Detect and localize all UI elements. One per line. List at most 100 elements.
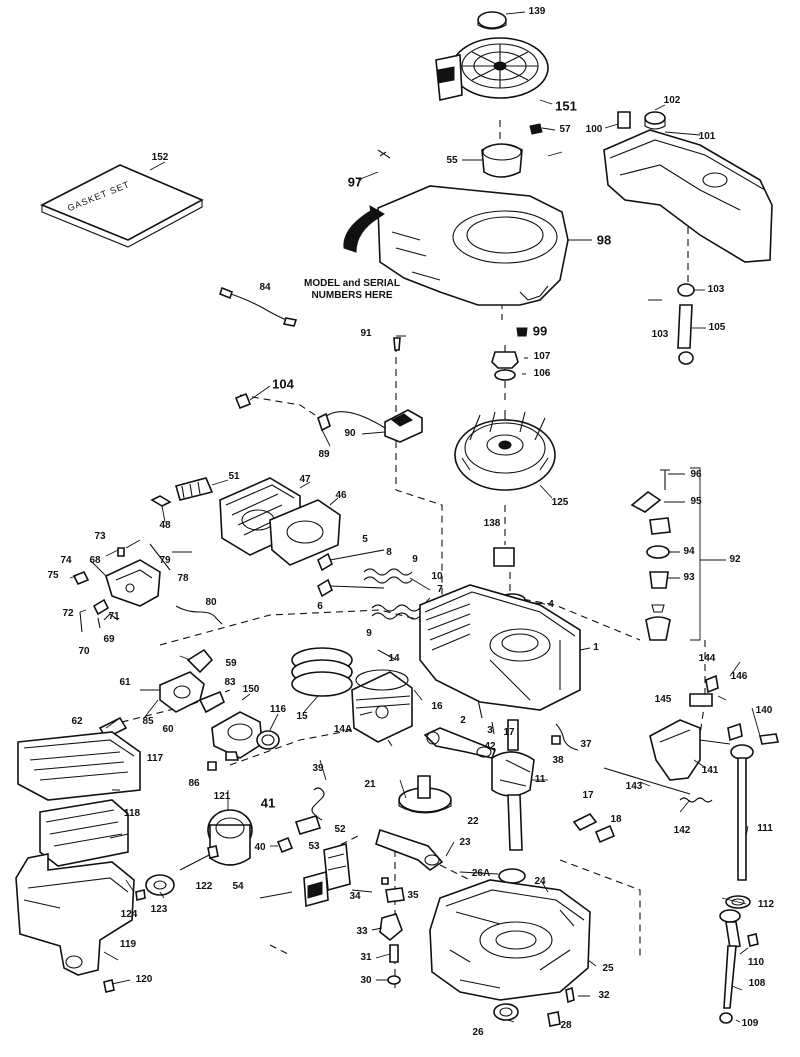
callout-138: 138 [483, 518, 501, 529]
callout-111: 111 [757, 823, 773, 834]
callout-54: 54 [232, 881, 244, 892]
callout-48: 48 [159, 520, 171, 531]
callout-5: 5 [362, 534, 368, 545]
leader-lines [69, 151, 761, 1023]
callout-35: 35 [407, 890, 419, 901]
callout-97: 97 [347, 174, 363, 190]
cylinder-block-1 [419, 584, 591, 711]
callout-78: 78 [177, 573, 189, 584]
callout-107: 107 [533, 351, 551, 362]
callout-51: 51 [228, 471, 240, 482]
callout-21: 21 [364, 779, 376, 790]
callout-24: 24 [534, 876, 546, 887]
governor-spring-39 [270, 787, 325, 854]
callout-32: 32 [598, 990, 610, 1001]
callout-123: 123 [150, 904, 168, 915]
callout-72: 72 [62, 608, 74, 619]
callout-23: 23 [459, 837, 471, 848]
callout-109: 109 [741, 1018, 759, 1029]
callout-112: 112 [757, 899, 775, 910]
starter-cap-139 [477, 11, 526, 30]
callout-1: 1 [593, 642, 599, 653]
callout-104: 104 [272, 376, 294, 392]
dipstick-111 [725, 744, 754, 909]
callout-39: 39 [312, 763, 324, 774]
callout-59: 59 [225, 658, 237, 669]
control-bracket-141 [603, 674, 779, 803]
valves-springs [317, 549, 431, 620]
callout-110: 110 [747, 957, 765, 968]
callout-14A: 14A [333, 724, 353, 735]
callout-6: 6 [317, 601, 323, 612]
callout-9-lower: 9 [366, 628, 372, 639]
callout-11: 11 [534, 774, 546, 785]
callout-73: 73 [94, 531, 106, 542]
callout-92: 92 [729, 554, 741, 565]
piston-assembly [291, 647, 413, 747]
callout-103-upper: 103 [707, 284, 725, 295]
callout-80: 80 [205, 597, 217, 608]
callout-2: 2 [460, 715, 466, 726]
air-cleaner-assembly [15, 731, 141, 993]
callout-28: 28 [560, 1020, 572, 1031]
callout-146: 146 [730, 671, 748, 682]
callout-34: 34 [349, 891, 361, 902]
callout-121: 121 [213, 791, 231, 802]
callout-60: 60 [162, 724, 174, 735]
flywheel-nut-107 [393, 327, 528, 381]
callout-90: 90 [344, 428, 356, 439]
callout-100: 100 [585, 124, 603, 135]
crankshaft-11 [491, 719, 548, 851]
callout-40: 40 [254, 842, 266, 853]
callout-8: 8 [386, 547, 392, 558]
callout-140: 140 [755, 705, 773, 716]
camshaft-gear-22 [375, 775, 452, 871]
callout-96: 96 [690, 469, 702, 480]
callout-151: 151 [555, 98, 577, 114]
callout-98: 98 [596, 232, 612, 248]
callout-142: 142 [673, 825, 691, 836]
callout-26A: 26A [471, 868, 491, 879]
callout-85: 85 [142, 716, 154, 727]
callout-46: 46 [335, 490, 347, 501]
ignition-module-90 [234, 385, 423, 443]
callout-41: 41 [260, 795, 276, 811]
flywheel-125 [454, 410, 556, 499]
callout-31: 31 [360, 952, 372, 963]
callout-86: 86 [188, 778, 200, 789]
callout-108: 108 [748, 978, 766, 989]
alignment-lines [39, 120, 706, 990]
callout-102: 102 [663, 95, 681, 106]
callout-22: 22 [467, 816, 479, 827]
callout-52: 52 [334, 824, 346, 835]
callout-57: 57 [559, 124, 571, 135]
callout-70: 70 [78, 646, 90, 657]
callout-103-lower: 103 [651, 329, 669, 340]
gasket-set-box-152 [40, 161, 204, 248]
fuel-line-105 [677, 283, 706, 365]
wire-84 [219, 286, 298, 327]
callout-145: 145 [654, 694, 672, 705]
callout-94: 94 [683, 546, 695, 557]
governor-bracket-68 [72, 543, 223, 633]
callout-7: 7 [437, 584, 443, 595]
callout-84: 84 [259, 282, 271, 293]
callout-16: 16 [431, 701, 443, 712]
callout-105: 105 [708, 322, 726, 333]
breather-assembly [259, 842, 405, 985]
callout-144: 144 [698, 653, 716, 664]
callout-118: 118 [123, 808, 141, 819]
callout-99: 99 [532, 323, 548, 339]
callout-101: 101 [698, 131, 716, 142]
callout-120: 120 [135, 974, 153, 985]
callout-83: 83 [224, 677, 236, 688]
callout-14: 14 [388, 653, 400, 664]
callout-17-lower: 17 [582, 790, 594, 801]
callout-139: 139 [528, 6, 546, 17]
callout-71: 71 [108, 611, 120, 622]
callout-15: 15 [296, 711, 308, 722]
fastener-17-18 [572, 812, 616, 844]
callout-61: 61 [119, 677, 131, 688]
callout-143: 143 [625, 781, 643, 792]
callout-33: 33 [356, 926, 368, 937]
